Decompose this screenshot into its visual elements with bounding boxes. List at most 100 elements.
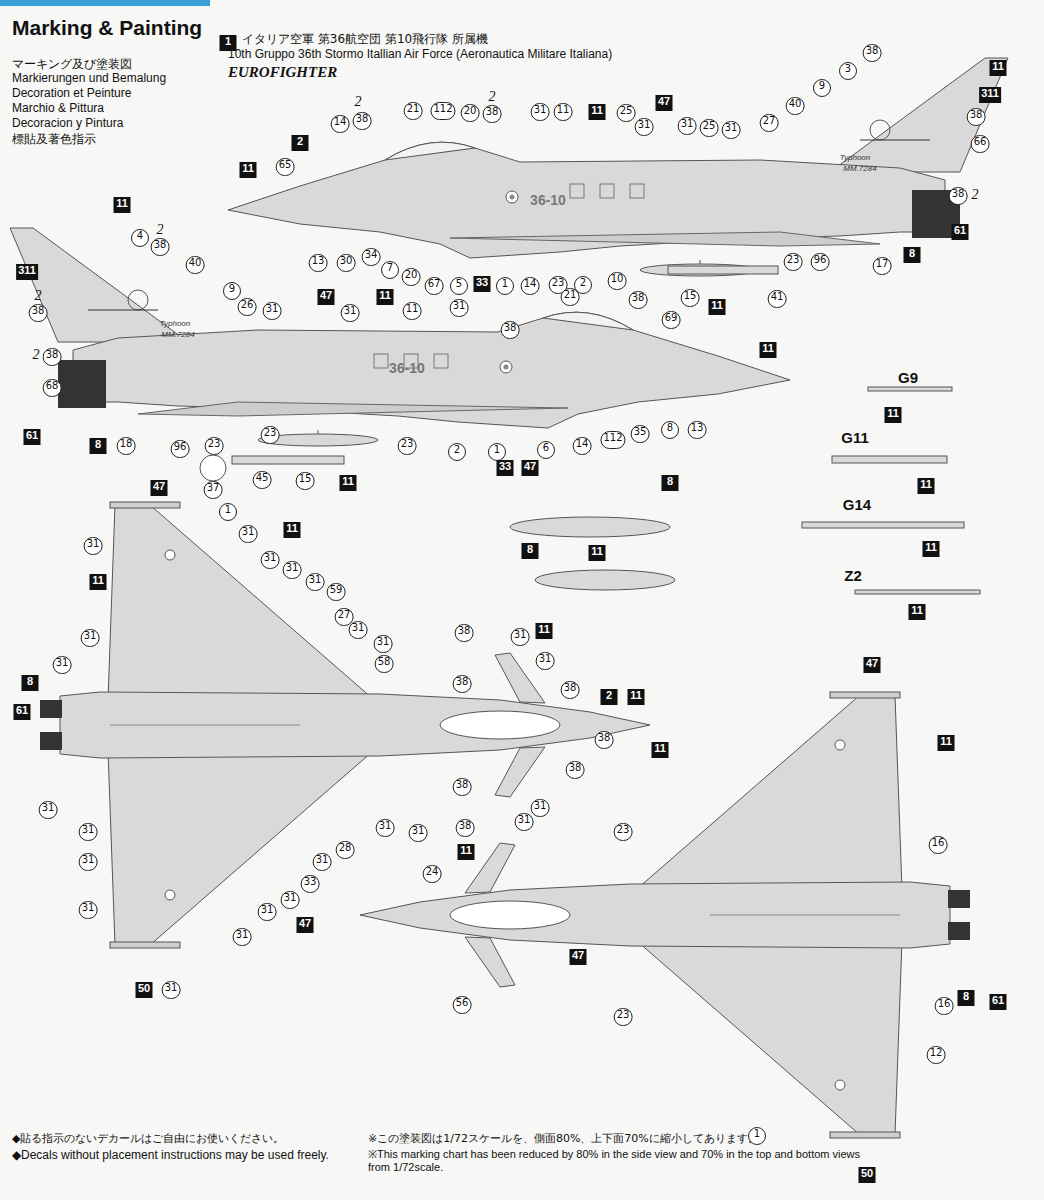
decal-number-box: 2 bbox=[601, 689, 618, 705]
callout-number: 59 bbox=[327, 583, 346, 601]
fuselage-code: 36-10 bbox=[389, 360, 425, 376]
callout-number: 38 bbox=[483, 105, 502, 123]
callout-number: 34 bbox=[362, 248, 381, 266]
aircraft-lettering: MM.7284 bbox=[843, 164, 876, 173]
callout-number: 31 bbox=[515, 813, 534, 831]
decal-number-box: 11 bbox=[284, 522, 301, 538]
callout-number: 6 bbox=[537, 441, 555, 459]
callout-number: 96 bbox=[171, 440, 190, 458]
fuselage-code: 36-10 bbox=[530, 192, 566, 208]
handwritten-mark: 2 bbox=[489, 90, 496, 104]
callout-number: 31 bbox=[374, 635, 393, 653]
decal-number-box: 8 bbox=[958, 990, 975, 1006]
decal-number-box: 11 bbox=[536, 623, 553, 639]
callout-number: 31 bbox=[536, 652, 555, 670]
part-code: Z2 bbox=[844, 567, 862, 584]
callout-number: 38 bbox=[455, 624, 474, 642]
callout-number: 38 bbox=[561, 681, 580, 699]
decal-number-box: 11 bbox=[885, 407, 902, 423]
callout-number: 31 bbox=[511, 628, 530, 646]
decal-number-box: 11 bbox=[114, 197, 131, 213]
callout-number: 1 bbox=[748, 1127, 766, 1145]
callout-number: 1 bbox=[496, 277, 514, 295]
decal-number-box: 50 bbox=[136, 982, 153, 998]
decal-number-box: 11 bbox=[90, 574, 107, 590]
callout-number: 68 bbox=[43, 379, 62, 397]
decal-number-box: 2 bbox=[292, 135, 309, 151]
callout-number: 17 bbox=[873, 257, 892, 275]
callout-number: 31 bbox=[678, 117, 697, 135]
decal-number-box: 50 bbox=[859, 1167, 876, 1183]
heading-text: マーキング及び塗装図 bbox=[12, 56, 132, 73]
callout-number: 38 bbox=[456, 819, 475, 837]
callout-number: 31 bbox=[450, 299, 469, 317]
heading-text: Decoracion y Pintura bbox=[12, 116, 123, 130]
callout-number: 31 bbox=[39, 801, 58, 819]
decal-number-box: 11 bbox=[990, 60, 1007, 76]
callout-number: 3 bbox=[839, 62, 857, 80]
note-text: ◆貼る指示のないデカールはご自由にお使いください。 bbox=[12, 1131, 284, 1146]
callout-number: 23 bbox=[614, 823, 633, 841]
callout-number: 31 bbox=[283, 561, 302, 579]
decal-number-box: 11 bbox=[240, 162, 257, 178]
callout-number: 25 bbox=[617, 104, 636, 122]
callout-number: 38 bbox=[29, 304, 48, 322]
decal-number-box: 11 bbox=[589, 104, 606, 120]
callout-number: 11 bbox=[403, 302, 422, 320]
decal-number-box: 311 bbox=[16, 264, 38, 280]
decal-number-box: 8 bbox=[22, 675, 39, 691]
callout-number: 31 bbox=[531, 103, 550, 121]
callout-number: 31 bbox=[81, 629, 100, 647]
decal-number-box: 61 bbox=[24, 429, 41, 445]
callout-number: 112 bbox=[430, 102, 455, 120]
decal-number-box: 11 bbox=[760, 342, 777, 358]
callout-number: 31 bbox=[409, 824, 428, 842]
callout-number: 65 bbox=[276, 158, 295, 176]
callout-number: 31 bbox=[635, 118, 654, 136]
part-code: G14 bbox=[843, 496, 871, 513]
callout-number: 2 bbox=[448, 443, 466, 461]
decal-number-box: 8 bbox=[90, 438, 107, 454]
decal-number-box: 47 bbox=[656, 95, 673, 111]
callout-number: 31 bbox=[341, 304, 360, 322]
decal-number-box: 47 bbox=[522, 460, 539, 476]
callout-number: 96 bbox=[811, 253, 830, 271]
decal-number-box: 11 bbox=[340, 475, 357, 491]
note-text: ※この塗装図は1/72スケールを、側面80%、上下面70%に縮小してあります。 bbox=[368, 1131, 759, 1146]
callout-number: 26 bbox=[238, 298, 257, 316]
callout-number: 23 bbox=[205, 437, 224, 455]
callout-number: 31 bbox=[376, 819, 395, 837]
callout-number: 56 bbox=[453, 996, 472, 1014]
part-code: G9 bbox=[898, 369, 918, 386]
heading-text: 10th Gruppo 36th Stormo Itallian Air For… bbox=[228, 47, 612, 61]
callout-number: 31 bbox=[233, 928, 252, 946]
callout-number: 38 bbox=[453, 675, 472, 693]
callout-number: 13 bbox=[688, 421, 707, 439]
decal-number-box: 61 bbox=[990, 994, 1007, 1010]
handwritten-mark: 2 bbox=[972, 188, 979, 202]
callout-number: 7 bbox=[381, 261, 399, 279]
decal-number-box: 47 bbox=[864, 657, 881, 673]
callout-number: 16 bbox=[929, 836, 948, 854]
callout-number: 30 bbox=[337, 254, 356, 272]
callout-number: 33 bbox=[301, 875, 320, 893]
decal-number-box: 33 bbox=[497, 460, 514, 476]
callout-number: 15 bbox=[681, 289, 700, 307]
callout-number: 15 bbox=[296, 472, 315, 490]
callout-number: 31 bbox=[281, 891, 300, 909]
callout-number: 38 bbox=[595, 731, 614, 749]
callout-number: 12 bbox=[927, 1046, 946, 1064]
callout-number: 24 bbox=[423, 865, 442, 883]
callout-number: 25 bbox=[700, 119, 719, 137]
callout-number: 38 bbox=[629, 291, 648, 309]
decal-number-box: 47 bbox=[297, 917, 314, 933]
decal-number-box: 8 bbox=[904, 247, 921, 263]
note-text: ※This marking chart has been reduced by … bbox=[368, 1146, 868, 1173]
callout-number: 16 bbox=[935, 997, 954, 1015]
callout-number: 31 bbox=[261, 551, 280, 569]
callout-number: 31 bbox=[53, 656, 72, 674]
callout-number: 31 bbox=[263, 302, 282, 320]
callout-number: 38 bbox=[967, 108, 986, 126]
callout-number: 38 bbox=[151, 238, 170, 256]
decal-number-box: 11 bbox=[909, 604, 926, 620]
